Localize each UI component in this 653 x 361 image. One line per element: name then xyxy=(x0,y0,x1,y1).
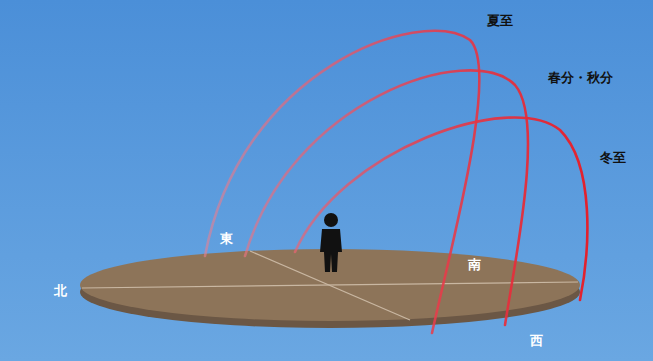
season-label: 冬至 xyxy=(600,150,626,166)
winter-solstice-path xyxy=(295,117,587,300)
direction-label: 西 xyxy=(530,333,543,349)
season-label: 春分・秋分 xyxy=(548,70,613,86)
direction-label: 南 xyxy=(468,257,481,273)
direction-label: 北 xyxy=(54,283,67,299)
season-label: 夏至 xyxy=(487,13,513,29)
equinox-path xyxy=(245,70,528,325)
summer-solstice-path xyxy=(205,31,479,333)
person-silhouette xyxy=(320,213,342,272)
direction-label: 東 xyxy=(220,231,233,247)
